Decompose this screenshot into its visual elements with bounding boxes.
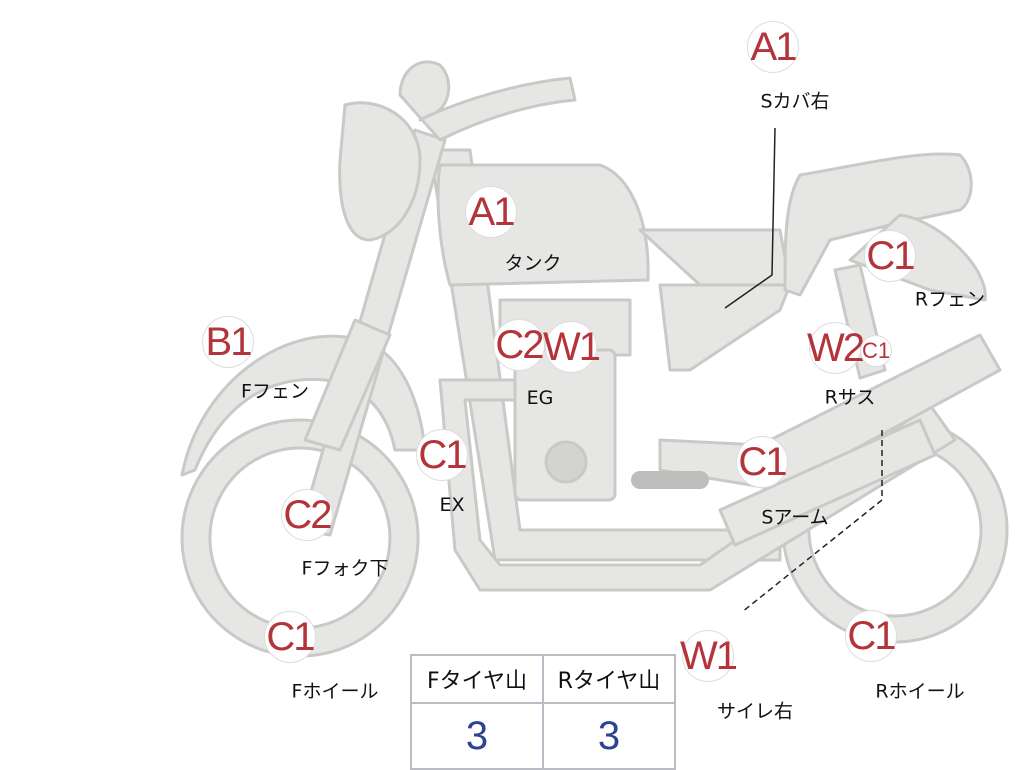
label-rwheel: Rホイール bbox=[875, 680, 965, 703]
value-rear-tire[interactable]: 3 bbox=[542, 702, 676, 770]
marker-engine-c2[interactable]: C2 bbox=[493, 319, 545, 371]
marker-ffender[interactable]: B1 bbox=[202, 316, 254, 368]
marker-tank[interactable]: A1 bbox=[465, 186, 517, 238]
headlight bbox=[338, 101, 422, 242]
label-swingarm: Sアーム bbox=[761, 506, 829, 529]
engine-cover bbox=[544, 440, 588, 484]
side-cover bbox=[638, 228, 792, 287]
marker-rwheel[interactable]: C1 bbox=[845, 610, 897, 662]
marker-swingarm[interactable]: C1 bbox=[736, 436, 788, 488]
marker-rshock-c1[interactable]: C1 bbox=[860, 335, 892, 367]
handlebar bbox=[398, 60, 577, 142]
seat bbox=[783, 152, 973, 297]
marker-ffork[interactable]: C2 bbox=[281, 489, 333, 541]
label-rfender: Rフェン bbox=[914, 288, 986, 311]
label-exhaust: EX bbox=[439, 494, 465, 516]
tire-tread-table: Fタイヤ山 Rタイヤ山 3 3 bbox=[410, 654, 676, 770]
marker-exhaust[interactable]: C1 bbox=[416, 429, 468, 481]
label-muffler: サイレ右 bbox=[716, 700, 794, 723]
side-cover-lower bbox=[658, 283, 792, 372]
leader-line-scover bbox=[724, 127, 776, 309]
value-front-tire[interactable]: 3 bbox=[410, 702, 544, 770]
marker-scover[interactable]: A1 bbox=[747, 21, 799, 73]
marker-rfender[interactable]: C1 bbox=[864, 230, 916, 282]
label-ffork: Fフォク下 bbox=[301, 557, 389, 580]
label-tank: タンク bbox=[504, 252, 562, 275]
marker-rshock-w2[interactable]: W2 bbox=[807, 322, 865, 374]
leader-line-muffler bbox=[741, 430, 883, 613]
label-fwheel: Fホイール bbox=[291, 680, 379, 703]
fork-cover bbox=[303, 318, 392, 452]
marker-fwheel[interactable]: C1 bbox=[264, 611, 316, 663]
marker-engine-w1[interactable]: W1 bbox=[543, 321, 601, 373]
marker-muffler[interactable]: W1 bbox=[680, 630, 738, 682]
label-ffender: Fフェン bbox=[241, 380, 309, 403]
label-scover: Sカバ右 bbox=[760, 90, 830, 113]
header-rear-tire: Rタイヤ山 bbox=[542, 654, 676, 704]
label-rshock: Rサス bbox=[824, 386, 876, 409]
label-engine: EG bbox=[526, 387, 554, 409]
header-front-tire: Fタイヤ山 bbox=[410, 654, 544, 704]
